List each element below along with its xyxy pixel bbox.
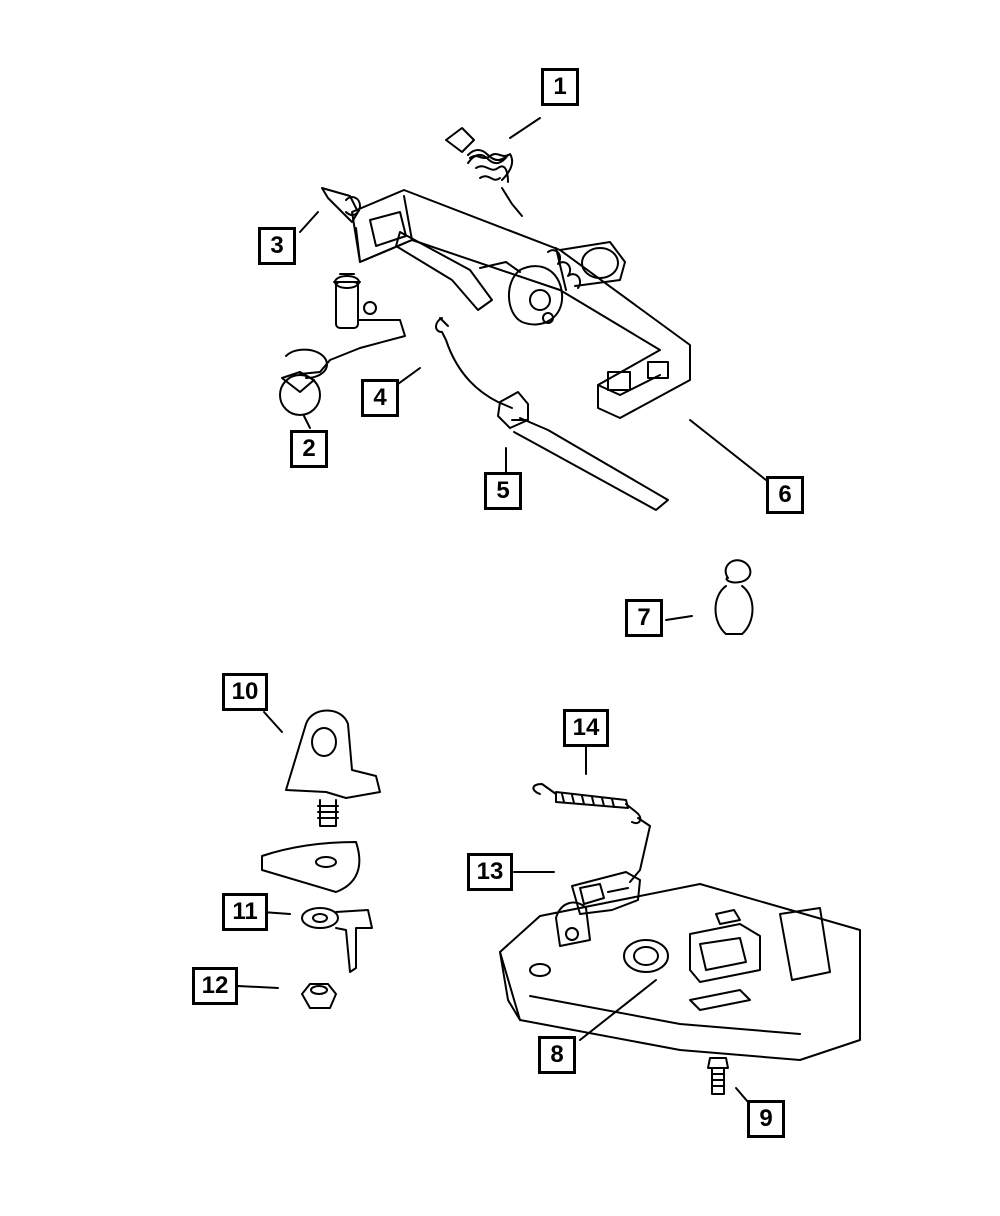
callout-2: 2 xyxy=(290,430,328,468)
callout-13: 13 xyxy=(467,853,513,891)
part-12-nut xyxy=(301,983,337,1009)
part-1-spring xyxy=(445,127,523,217)
striker-bracket xyxy=(689,909,761,1011)
callout-9: 9 xyxy=(747,1100,785,1138)
part-3-cable-end xyxy=(321,187,361,223)
part-10-bracket-stud xyxy=(285,709,381,827)
callout-11: 11 xyxy=(222,893,268,931)
part-13-latch xyxy=(555,871,641,947)
part-8-panel xyxy=(499,883,861,1061)
callout-4: 4 xyxy=(361,379,399,417)
callout-7: 7 xyxy=(625,599,663,637)
callout-5: 5 xyxy=(484,472,522,510)
part-7-clamp xyxy=(714,559,754,635)
callout-3: 3 xyxy=(258,227,296,265)
part-14-spring xyxy=(532,783,651,883)
part-2-bellcrank xyxy=(279,273,406,416)
mounting-plate xyxy=(261,841,361,893)
lever-linkage xyxy=(395,231,582,326)
part-4-rod xyxy=(435,317,513,409)
callout-1: 1 xyxy=(541,68,579,106)
leader-lines xyxy=(237,117,767,1103)
part-11-lock-plate xyxy=(301,907,373,973)
part-5-cable xyxy=(497,391,669,511)
callout-10: 10 xyxy=(222,673,268,711)
callout-12: 12 xyxy=(192,967,238,1005)
part-9-bolt xyxy=(707,1057,729,1095)
callout-8: 8 xyxy=(538,1036,576,1074)
callout-6: 6 xyxy=(766,476,804,514)
part-6-bracket xyxy=(351,189,691,419)
callout-14: 14 xyxy=(563,709,609,747)
